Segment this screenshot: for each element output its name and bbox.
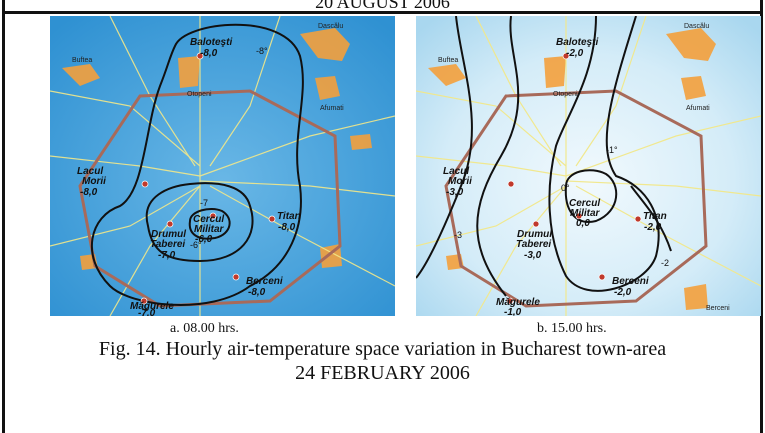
station-b-cercul-name-2: Militar (570, 208, 601, 219)
station-b-drumul-name-1: Drumul (517, 229, 552, 240)
map-a-sublabel: a. 08.00 hrs. (170, 321, 239, 336)
isotherm-b-mid-label: -2 (661, 258, 669, 268)
isotherm-b-core (564, 169, 618, 223)
urban-dascalu (666, 28, 716, 61)
isotherm-a-core (188, 208, 231, 240)
station-b-magurele-name: Măgurele (496, 297, 540, 308)
place-otopeni: Otopeni (187, 91, 212, 98)
station-a-lacul-morii-name-2: Morii (82, 176, 106, 187)
station-a-cercul-name-2: Militar (194, 224, 225, 235)
station-b-lacul-morii-name-1: Lacul (443, 166, 469, 177)
station-a-balotesti-value: -8,0 (200, 48, 218, 59)
isotherm-a-core-label: -6° (190, 240, 202, 250)
isotherm-b-east (630, 185, 672, 252)
frame-border-top (2, 11, 763, 14)
urban-dascalu (300, 28, 350, 61)
figure-caption: Fig. 14. Hourly air-temperature space va… (98, 338, 667, 360)
station-b-drumul-name-2: Taberei (516, 239, 551, 250)
map-b-stations (506, 52, 642, 305)
isotherm-a-inner-label: -7 (200, 198, 208, 208)
place-b-dascalu: Dascălu (684, 23, 709, 30)
place-b-afumati: Afumati (686, 105, 710, 112)
place-b-berceni-town: Berceni (706, 305, 730, 312)
figure-date: 24 FEBRUARY 2006 (295, 362, 470, 384)
isotherm-b-mid (476, 16, 520, 297)
station-a-drumul-value: -7,0 (158, 250, 176, 261)
station-a-magurele-name: Măgurele (130, 301, 174, 312)
map-b-isotherms (416, 16, 672, 297)
place-b-otopeni: Otopeni (553, 91, 578, 98)
isotherm-b-core-label: 0° (561, 183, 570, 193)
station-a-balotesti-name: Baloteşti (190, 37, 232, 48)
urban-berceni-town (684, 284, 708, 310)
map-b-sublabel: b. 15.00 hrs. (537, 321, 607, 336)
station-b-titan-value: -2,0 (644, 222, 662, 233)
station-b-lacul-morii-value: -3,0 (446, 187, 464, 198)
place-buftea: Buftea (72, 57, 92, 64)
urban-otopeni (544, 56, 566, 88)
map-a-ring-road (78, 89, 342, 308)
station-b-magurele-value: -1,0 (504, 307, 522, 316)
map-b-1500: Dascălu Buftea Otopeni Afumati Berceni B… (416, 16, 761, 316)
isotherm-a-inner (145, 182, 254, 263)
urban-east (350, 134, 372, 150)
isotherm-b-outer-label: -3 (454, 230, 462, 240)
place-afumati: Afumati (320, 105, 344, 112)
station-a-lacul-morii-name-1: Lacul (77, 166, 103, 177)
urban-buftea (428, 64, 466, 86)
station-b-balotesti-value: -2,0 (566, 48, 584, 59)
map-b-urban-areas (428, 28, 716, 310)
map-b-svg: Dascălu Buftea Otopeni Afumati Berceni B… (416, 16, 761, 316)
urban-buftea (62, 64, 100, 86)
station-b-cercul-value: 0,0 (576, 218, 590, 229)
station-b-cercul-name-1: Cercul (569, 198, 600, 209)
station-b-lacul-morii-name-2: Morii (448, 176, 472, 187)
map-a-0800: Dascălu Buftea Otopeni Afumati Baloteşti… (50, 16, 395, 316)
station-a-titan-name: Titan (277, 211, 301, 222)
urban-otopeni (178, 56, 200, 88)
station-a-cercul-value: -6,0 (195, 234, 213, 245)
urban-afumati (681, 76, 706, 100)
station-b-drumul-value: -3,0 (524, 250, 542, 261)
frame-border-right (760, 0, 763, 433)
place-b-buftea: Buftea (438, 57, 458, 64)
map-a-isotherms (91, 23, 304, 306)
isotherm-b-outer (416, 16, 473, 279)
station-a-drumul-name-1: Drumul (151, 229, 186, 240)
isotherm-b-inner-label: -1° (606, 145, 618, 155)
top-caption: 20 AUGUST 2006 (315, 0, 450, 12)
map-a-svg: Dascălu Buftea Otopeni Afumati Baloteşti… (50, 16, 395, 316)
station-a-cercul-name-1: Cercul (193, 214, 224, 225)
station-a-titan-value: -8,0 (278, 222, 296, 233)
isotherm-a-outer-label: -8° (256, 46, 268, 56)
isotherm-b-inner (548, 16, 660, 292)
frame-border-left (2, 0, 5, 433)
station-a-drumul-name-2: Taberei (150, 239, 185, 250)
station-a-magurele-value: -7,0 (138, 308, 156, 316)
station-b-berceni-name: Berceni (612, 276, 649, 287)
place-dascalu: Dascălu (318, 23, 343, 30)
urban-afumati (315, 76, 340, 100)
station-a-lacul-morii-value: -8,0 (80, 187, 98, 198)
station-b-titan-name: Titan (643, 211, 667, 222)
station-a-berceni-name: Berceni (246, 276, 283, 287)
map-a-stations (140, 52, 276, 305)
isotherm-a-outer (91, 23, 304, 306)
map-a-roads (50, 16, 395, 316)
station-a-berceni-value: -8,0 (248, 287, 266, 298)
station-b-berceni-value: -2,0 (614, 287, 632, 298)
station-b-balotesti-name: Baloteşti (556, 37, 598, 48)
